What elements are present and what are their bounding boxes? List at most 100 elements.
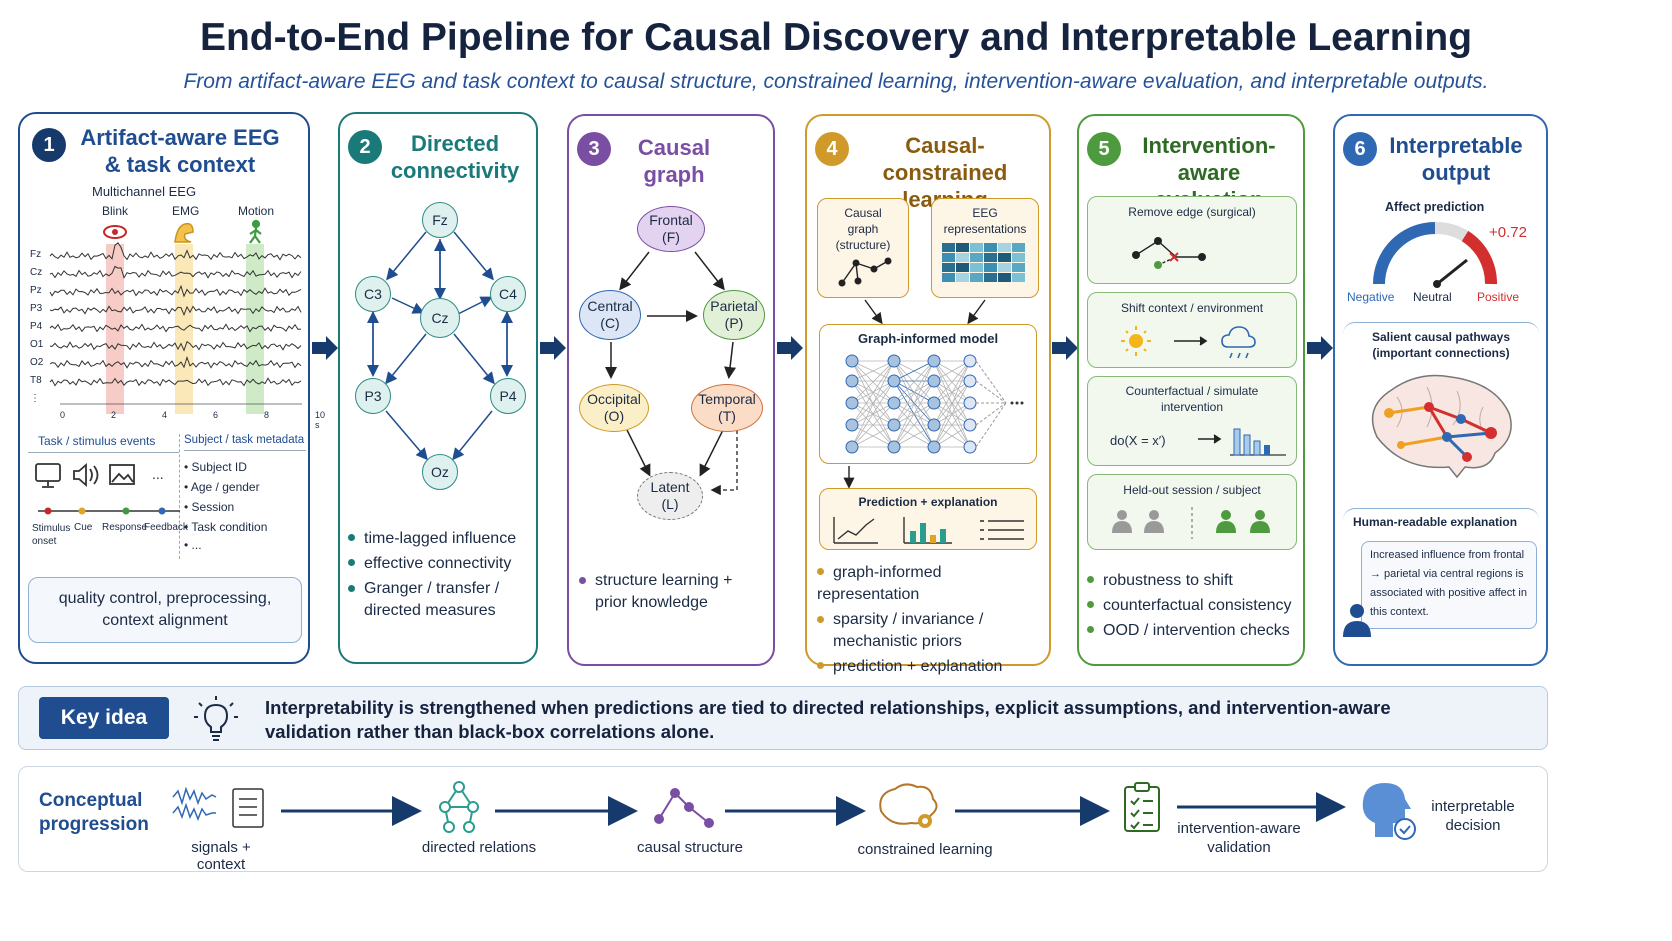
prediction-icons [833, 517, 1024, 544]
channel-label: ⋮ [30, 393, 40, 404]
metadata-title: Subject / task metadata [184, 434, 306, 451]
step-directed-relations: directed relations [421, 839, 537, 856]
eeg-trace [49, 284, 302, 298]
bullet-list: structure learning + prior knowledge [579, 570, 759, 614]
arrow-5-6 [1307, 336, 1333, 360]
nn-node [963, 396, 977, 410]
heatmap-cell [942, 273, 955, 282]
stimulus-icons [35, 463, 135, 488]
channel-label: O2 [30, 357, 44, 368]
heatmap-cell [984, 273, 997, 282]
intervention-bars-icon [1198, 428, 1286, 456]
event-label-feedback: Feedback [144, 522, 188, 533]
eye-icon [103, 225, 127, 239]
arrow-4-5 [1052, 336, 1078, 360]
progression-icons [172, 781, 1416, 840]
artifact-icons [49, 219, 302, 414]
more-icons: ... [152, 466, 164, 482]
eeg-trace [49, 377, 302, 387]
neural-network-icon [845, 354, 1024, 454]
human-explanation-title: Human-readable explanation [1353, 515, 1518, 529]
progression-label: Conceptual progression [39, 790, 149, 835]
step-number-6: 6 [1343, 132, 1377, 166]
graph-model-box: Graph-informed model [819, 324, 1037, 464]
panel-title-line1: Interpretable [1389, 133, 1523, 158]
time-tick-label: 4 [162, 410, 168, 420]
salient-pathways-box: Salient causal pathways (important conne… [1343, 322, 1539, 490]
bullet-item: OOD / intervention checks [1087, 620, 1302, 642]
step-signals-context: signals + context [191, 839, 251, 873]
model-label: Graph-informed model [857, 331, 999, 346]
nn-node [927, 440, 941, 454]
event-timeline [38, 507, 180, 515]
document-icon [232, 788, 264, 828]
heatmap-icon [942, 243, 1025, 282]
connectivity-edges [367, 231, 513, 461]
key-idea-text: Interpretability is strengthened when pr… [265, 697, 1391, 742]
nn-node [927, 354, 941, 368]
time-tick-label: 0 [60, 410, 66, 420]
checklist-icon [1124, 782, 1160, 832]
step-intervention-validation: intervention-aware validation [1177, 820, 1301, 856]
eeg-trace [49, 340, 302, 352]
node-temporal: Temporal(T) [691, 384, 763, 432]
page-title: End-to-End Pipeline for Causal Discovery… [199, 16, 1473, 59]
bullet-item: robustness to shift [1087, 570, 1302, 592]
list-icon [980, 520, 1024, 540]
bar-chart-icon [903, 517, 952, 544]
step-number-3: 3 [577, 132, 611, 166]
brain-pathways-icon [1371, 374, 1512, 479]
heatmap-cell [984, 253, 997, 262]
heatmap-cell [998, 263, 1011, 272]
event-label-stimulus: Stimulus onset [32, 523, 71, 547]
ellipsis-dot [1020, 401, 1024, 405]
event-label-cue: Cue [74, 522, 93, 533]
gauge-needle [1433, 258, 1468, 288]
task-events-box: Task / stimulus events ... Stimulus onse… [28, 434, 188, 559]
step-number-2: 2 [348, 130, 382, 164]
panel-title-line1: Directed [410, 131, 500, 156]
gauge-label-neutral: Neutral [1413, 290, 1452, 304]
monitor-icon [35, 463, 61, 488]
step-interpretable-decision: interpretable decision [1431, 798, 1515, 834]
ellipsis-dot [1015, 401, 1019, 405]
causal-structure-box: Causal graph (structure) [817, 198, 909, 298]
speaker-icon [73, 463, 99, 487]
node-latent: Latent(L) [637, 472, 703, 520]
dag-icon [654, 788, 714, 828]
bullet-list: graph-informed representation sparsity /… [817, 562, 1047, 678]
eeg-label: Multichannel EEG [92, 184, 197, 199]
panel-intervention-evaluation: 5 Intervention-aware evaluation Remove e… [1077, 114, 1305, 666]
nn-node [845, 396, 859, 410]
nn-node [927, 418, 941, 432]
heatmap-cell [1012, 263, 1025, 272]
ellipsis-dot [1010, 401, 1014, 405]
heatmap-cell [1012, 243, 1025, 252]
node-frontal: Frontal(F) [637, 206, 705, 252]
panel-title-line1: Causal-constrained [882, 133, 1008, 185]
eeg-trace [49, 355, 302, 369]
gauge-label-positive: Positive [1477, 290, 1520, 304]
task-events-title: Task / stimulus events [28, 434, 179, 453]
gauge-label-negative: Negative [1347, 290, 1395, 304]
node-p4: P4 [490, 378, 526, 414]
walking-icon [249, 219, 262, 244]
channel-label: P3 [30, 303, 43, 314]
prediction-box: Prediction + explanation [819, 488, 1037, 550]
muscle-icon [174, 222, 194, 243]
panel-title-line1: Intervention-aware [1142, 133, 1276, 185]
arrow-3-4 [777, 336, 803, 360]
artifact-label-motion: Motion [238, 204, 275, 218]
nn-node [845, 354, 859, 368]
people-icons [1112, 507, 1270, 539]
panel-causal-graph: 3 Causal graph Frontal(F) Central(C) Par… [567, 114, 775, 666]
channel-label: T8 [30, 375, 42, 386]
heatmap-cell [998, 273, 1011, 282]
heatmap-cell [1012, 253, 1025, 262]
counterfactual-box: Counterfactual / simulate intervention d… [1087, 376, 1297, 466]
image-icon [109, 464, 135, 485]
explanation-text: Increased influence from frontal → parie… [1370, 549, 1527, 618]
box-label: Causal graph (structure) [835, 206, 891, 252]
heatmap-cell [956, 263, 969, 272]
step-number-4: 4 [815, 132, 849, 166]
